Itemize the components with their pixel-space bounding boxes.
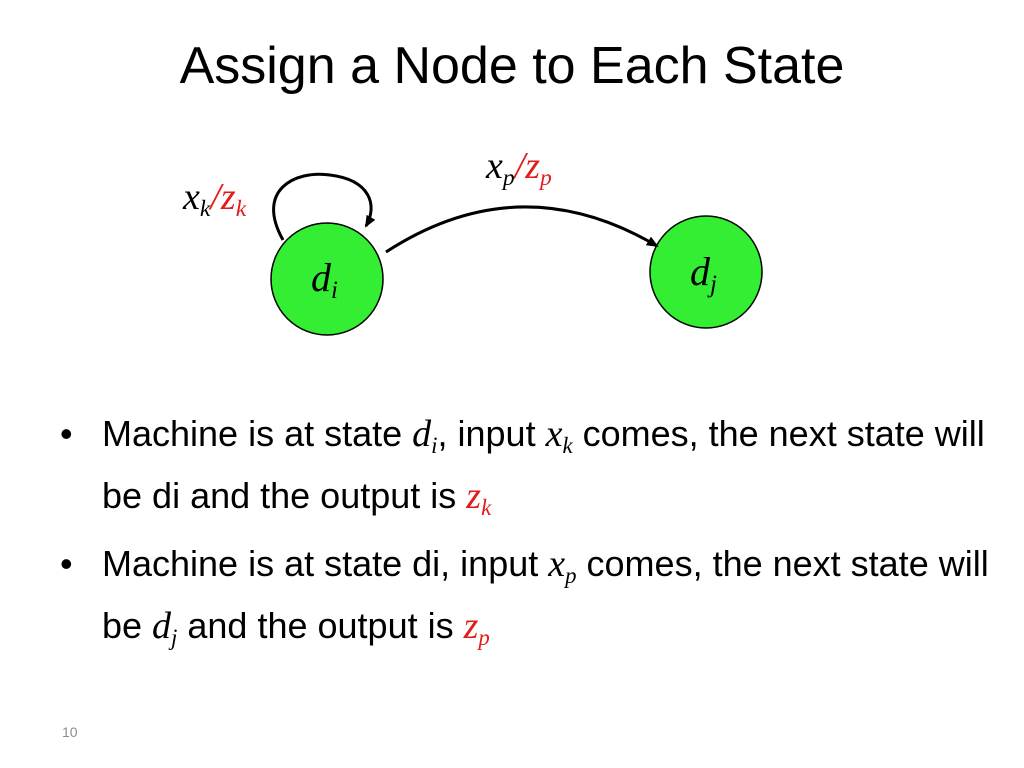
node-label-dj: dj (690, 249, 717, 299)
bullet-list: • Machine is at state di, input xk comes… (60, 405, 990, 665)
state-node-di (270, 222, 384, 336)
self-loop-label: xk/zk (183, 176, 247, 223)
transition-label: xp/zp (486, 145, 552, 192)
slide-title: Assign a Node to Each State (179, 37, 845, 95)
bullet-symbol: • (60, 543, 73, 584)
transition-arrow-di-dj (385, 205, 659, 254)
self-loop-arrow (272, 172, 376, 241)
bullet-symbol: • (60, 413, 73, 454)
node-label-di: di (311, 255, 338, 305)
page-number: 10 (62, 724, 78, 740)
bullet-item: • Machine is at state di, input xp comes… (60, 535, 990, 659)
state-node-dj (649, 215, 763, 329)
state-diagram (270, 172, 763, 336)
bullet-item: • Machine is at state di, input xk comes… (60, 405, 990, 529)
